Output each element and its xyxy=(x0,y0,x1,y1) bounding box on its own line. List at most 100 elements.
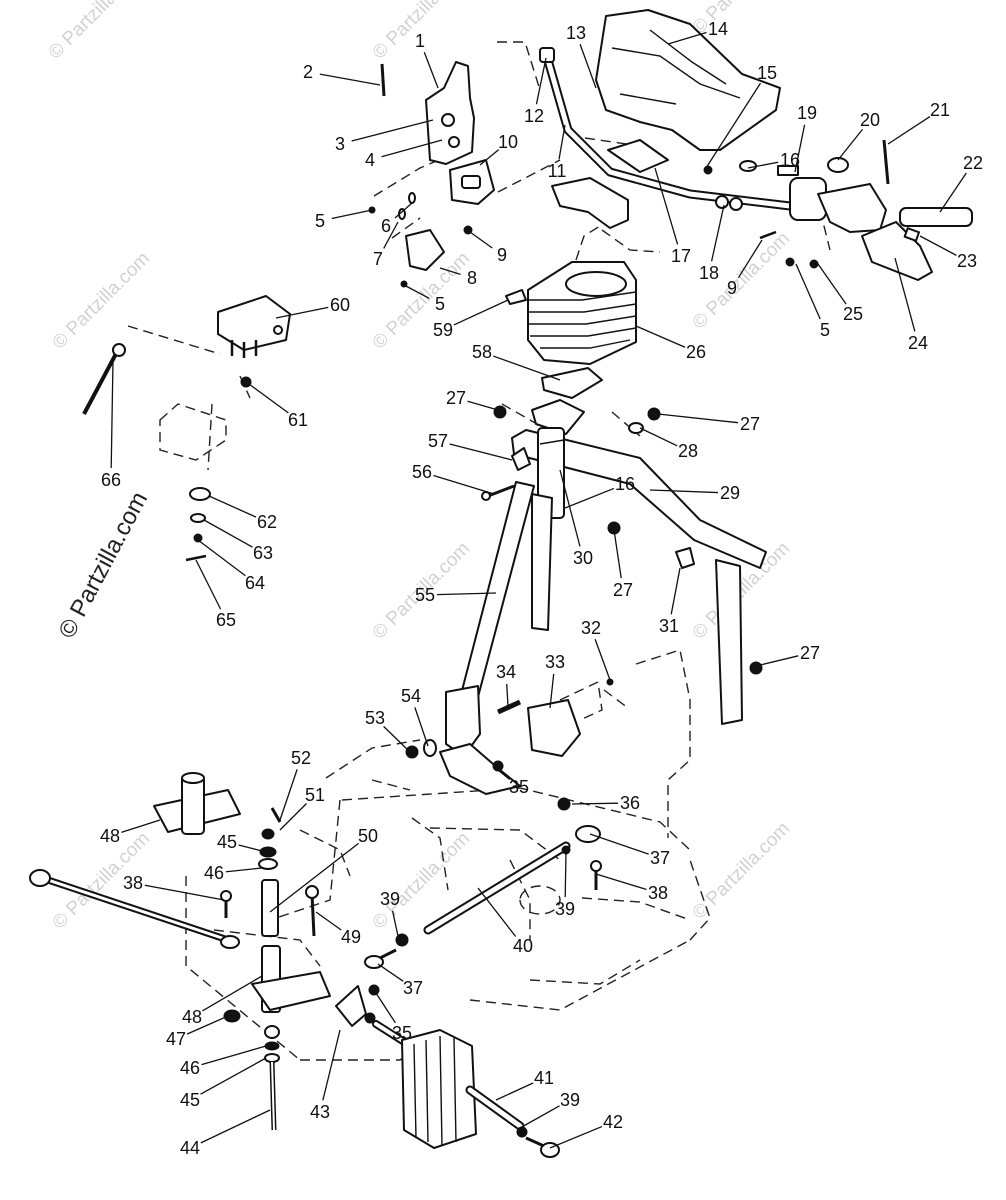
handlebar-assembly xyxy=(539,9,973,281)
callout-number: 45 xyxy=(180,1090,200,1110)
leader-line xyxy=(477,887,517,937)
callout-27: 27 xyxy=(613,529,633,600)
leader-line xyxy=(121,819,161,833)
leader-line xyxy=(391,910,399,937)
callout-number: 3 xyxy=(335,134,345,154)
callout-27: 27 xyxy=(446,388,499,411)
steering-post-assembly xyxy=(439,367,767,795)
leader-line xyxy=(449,443,513,461)
callout-number: 29 xyxy=(720,483,740,503)
callout-20: 20 xyxy=(837,110,880,161)
callout-42: 42 xyxy=(549,1112,623,1149)
callout-10: 10 xyxy=(479,132,518,166)
leader-line xyxy=(649,489,719,494)
leader-line xyxy=(275,306,329,319)
callout-number: 56 xyxy=(412,462,432,482)
callout-number: 62 xyxy=(257,512,277,532)
callout-number: 4 xyxy=(365,150,375,170)
leader-line xyxy=(795,263,821,320)
leader-line xyxy=(594,639,611,681)
callout-number: 19 xyxy=(797,103,817,123)
callout-number: 24 xyxy=(908,333,928,353)
callout-number: 39 xyxy=(380,889,400,909)
callout-number: 35 xyxy=(509,777,529,797)
callout-number: 33 xyxy=(545,652,565,672)
leader-line xyxy=(238,844,267,853)
callout-number: 39 xyxy=(555,899,575,919)
callout-number: 27 xyxy=(740,414,760,434)
leader-line xyxy=(639,427,678,447)
leader-line xyxy=(433,474,495,495)
callout-46: 46 xyxy=(180,1045,267,1078)
callout-number: 37 xyxy=(650,848,670,868)
callout-number: 48 xyxy=(100,826,120,846)
callout-7: 7 xyxy=(373,221,399,269)
leader-line xyxy=(201,1045,267,1066)
callout-55: 55 xyxy=(415,585,497,605)
leader-line xyxy=(497,769,511,780)
callout-29: 29 xyxy=(649,483,740,503)
callout-number: 49 xyxy=(341,927,361,947)
callout-number: 7 xyxy=(373,249,383,269)
leader-line xyxy=(939,172,967,213)
leader-line xyxy=(919,235,957,256)
leader-line xyxy=(564,487,615,509)
leader-line xyxy=(414,707,429,747)
callout-number: 27 xyxy=(446,388,466,408)
callout-number: 34 xyxy=(496,662,516,682)
callout-3: 3 xyxy=(335,119,434,154)
leader-line xyxy=(595,873,647,891)
callout-number: 54 xyxy=(401,686,421,706)
leader-line xyxy=(453,299,509,326)
callout-number: 64 xyxy=(245,573,265,593)
callout-38: 38 xyxy=(595,873,668,903)
callout-39: 39 xyxy=(380,889,400,937)
leader-line xyxy=(657,413,739,424)
callout-45: 45 xyxy=(217,832,267,853)
leader-line xyxy=(506,683,509,707)
callout-number: 27 xyxy=(613,580,633,600)
leader-line xyxy=(635,325,686,348)
callout-number: 47 xyxy=(166,1029,186,1049)
callout-number: 22 xyxy=(963,153,983,173)
leader-line xyxy=(248,383,289,414)
callout-41: 41 xyxy=(495,1068,554,1101)
callout-number: 50 xyxy=(358,826,378,846)
callout-48: 48 xyxy=(182,975,263,1027)
callout-15: 15 xyxy=(705,63,777,169)
callout-number: 2 xyxy=(303,62,313,82)
callout-number: 46 xyxy=(180,1058,200,1078)
callout-number: 39 xyxy=(560,1090,580,1110)
leader-line xyxy=(747,161,779,169)
leader-line xyxy=(319,73,381,86)
callout-number: 16 xyxy=(780,150,800,170)
callout-36: 36 xyxy=(571,793,640,813)
callout-number: 38 xyxy=(123,873,143,893)
leader-line xyxy=(373,989,396,1024)
callout-number: 5 xyxy=(820,320,830,340)
callout-number: 6 xyxy=(381,216,391,236)
leader-line xyxy=(549,1125,603,1149)
leader-line xyxy=(423,51,439,89)
callout-28: 28 xyxy=(639,427,698,461)
callout-63: 63 xyxy=(203,519,273,563)
callout-number: 13 xyxy=(566,23,586,43)
tie-rod-assembly xyxy=(29,825,602,996)
callout-56: 56 xyxy=(412,462,495,495)
callout-65: 65 xyxy=(195,559,236,630)
callout-62: 62 xyxy=(208,495,277,532)
leader-line xyxy=(558,124,566,160)
callout-number: 17 xyxy=(671,246,691,266)
callout-30: 30 xyxy=(559,469,593,568)
leader-line xyxy=(469,231,493,249)
leader-line xyxy=(208,495,257,518)
callout-number: 44 xyxy=(180,1138,200,1158)
leader-line xyxy=(670,567,681,615)
leader-line xyxy=(613,529,622,579)
leader-line xyxy=(381,139,443,158)
callout-46: 46 xyxy=(204,863,263,883)
callout-64: 64 xyxy=(197,539,265,593)
switch-assembly xyxy=(82,295,291,562)
callout-18: 18 xyxy=(699,204,725,283)
cover-panel xyxy=(405,678,614,811)
